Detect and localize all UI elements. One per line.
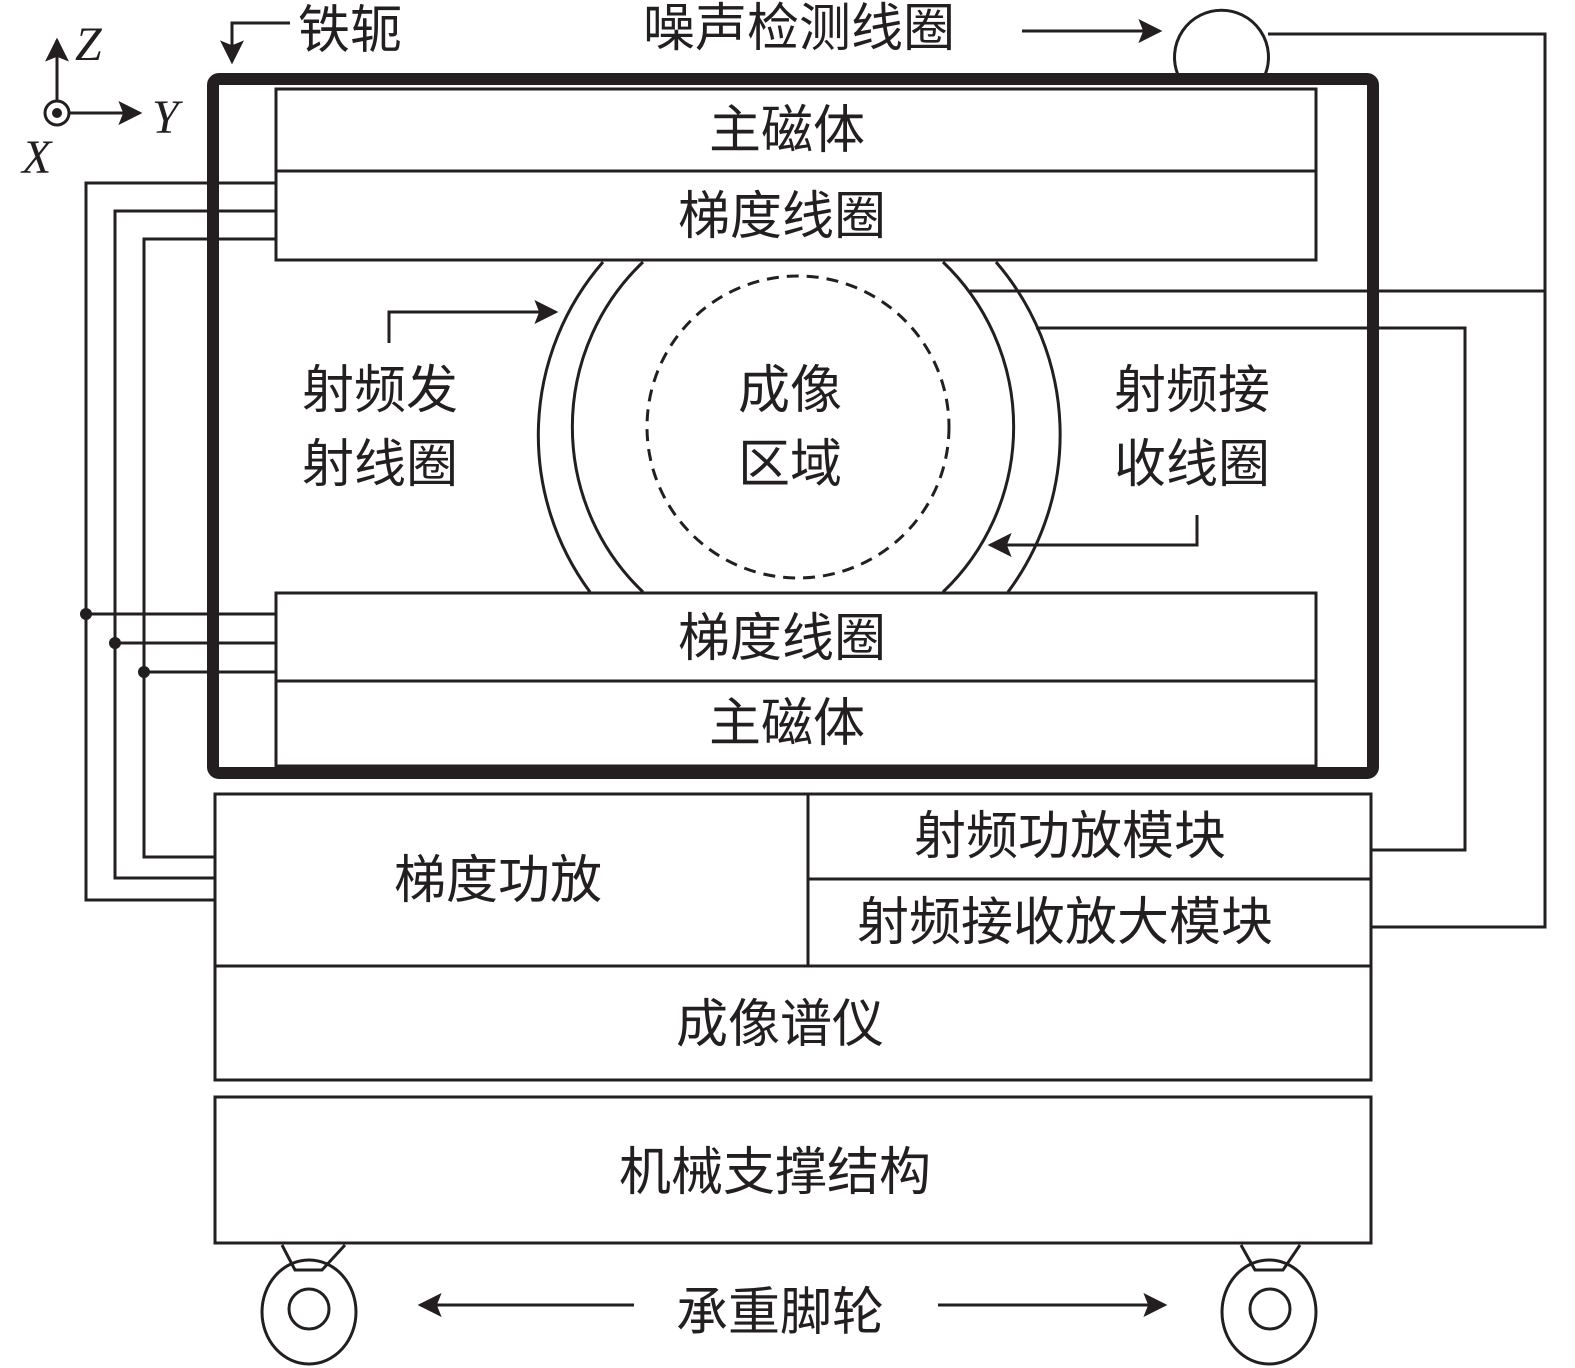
y-axis-label: Y bbox=[152, 91, 183, 144]
rf-receive-coil-left bbox=[570, 260, 645, 594]
rf-transmit-wire bbox=[1036, 326, 1467, 852]
imaging-region-label-line2: 区域 bbox=[738, 435, 842, 495]
noise-coil-wire bbox=[1268, 32, 1547, 929]
casters-label: 承重脚轮 bbox=[676, 1283, 884, 1343]
z-axis-label: Z bbox=[75, 18, 103, 71]
rf-receive-label-line1: 射频接 bbox=[1114, 361, 1270, 421]
rf-receive-label-line2: 收线圈 bbox=[1114, 435, 1270, 495]
x-axis-dot bbox=[52, 108, 62, 118]
rf-receive-amp-label: 射频接收放大模块 bbox=[857, 893, 1273, 953]
gradient-wires bbox=[80, 181, 276, 902]
caster-right bbox=[1220, 1244, 1318, 1366]
noise-coil-label: 噪声检测线圈 bbox=[643, 0, 955, 59]
rf-receive-coil-right bbox=[941, 260, 1016, 594]
rf-power-amp-label: 射频功放模块 bbox=[914, 807, 1226, 867]
yoke-arrow bbox=[220, 21, 290, 65]
imaging-region-circle bbox=[645, 274, 951, 580]
main-magnet-bottom bbox=[274, 679, 1318, 768]
junction-dot bbox=[109, 637, 121, 649]
rf-transmit-coil-right bbox=[994, 261, 1062, 593]
gradient-coil-top-label: 梯度线圈 bbox=[678, 187, 886, 247]
rf-transmit-coil-left bbox=[536, 261, 605, 593]
rf-receive-arrow bbox=[987, 515, 1199, 557]
gradient-coil-bottom-label: 梯度线圈 bbox=[678, 609, 886, 669]
junction-dot bbox=[138, 666, 150, 678]
mechanical-support-block bbox=[213, 1095, 1373, 1245]
noise-detection-coil bbox=[1173, 8, 1270, 76]
mechanical-support-label: 机械支撑结构 bbox=[619, 1143, 931, 1203]
yoke-label: 铁轭 bbox=[298, 1, 402, 61]
x-axis-label: X bbox=[20, 131, 53, 184]
spectrometer-label: 成像谱仪 bbox=[676, 995, 884, 1055]
main-magnet-bottom-label: 主磁体 bbox=[709, 694, 865, 754]
rf-transmit-arrow bbox=[387, 300, 559, 343]
main-magnet-top-label: 主磁体 bbox=[709, 101, 865, 161]
gradient-amp-label: 梯度功放 bbox=[394, 851, 602, 911]
iron-yoke bbox=[207, 73, 1379, 779]
spectrometer-block bbox=[213, 964, 1373, 1082]
rf-transmit-label-line2: 射线圈 bbox=[302, 435, 458, 495]
coordinate-axes: Z Y X bbox=[20, 18, 183, 184]
gradient-coil-top bbox=[274, 169, 1318, 262]
rf-transmit-label-line1: 射频发 bbox=[302, 361, 458, 421]
junction-dot bbox=[80, 608, 92, 620]
caster-left bbox=[260, 1243, 358, 1366]
imaging-region-label-line1: 成像 bbox=[738, 361, 842, 421]
